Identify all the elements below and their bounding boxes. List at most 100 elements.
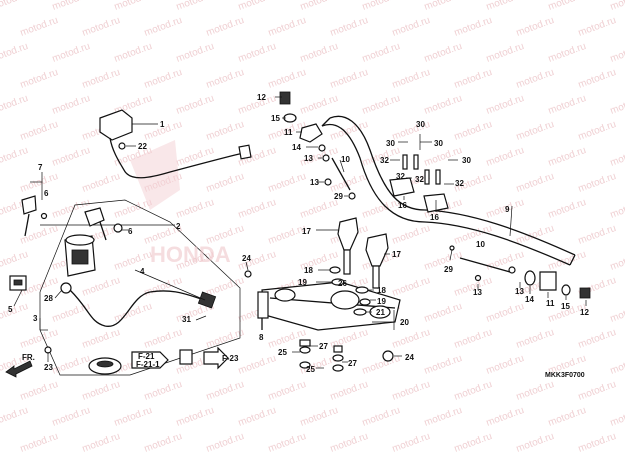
watermark-text: motod.ru bbox=[391, 67, 432, 91]
watermark-text: motod.ru bbox=[143, 379, 184, 403]
watermark-text: motod.ru bbox=[51, 145, 92, 169]
watermark-text: motod.ru bbox=[51, 41, 92, 65]
watermark-text: motod.ru bbox=[51, 0, 92, 13]
watermark-text: motod.ru bbox=[299, 93, 340, 117]
callout-c3: 3 bbox=[33, 314, 38, 323]
watermark-text: motod.ru bbox=[143, 15, 184, 39]
watermark-text: motod.ru bbox=[329, 379, 370, 403]
harness-4 bbox=[69, 289, 206, 327]
watermark-text: motod.ru bbox=[267, 171, 308, 195]
watermark-text: motod.ru bbox=[113, 0, 154, 13]
callout-c13a: 13 bbox=[304, 154, 313, 163]
watermark-text: motod.ru bbox=[485, 0, 526, 13]
callout-c22: 22 bbox=[138, 142, 147, 151]
callout-c6b: 6 bbox=[128, 227, 133, 236]
callout-c31: 31 bbox=[182, 315, 191, 324]
watermark-text: motod.ru bbox=[0, 145, 30, 169]
part-24-bolt bbox=[244, 270, 252, 278]
watermark-text: motod.ru bbox=[81, 327, 122, 351]
watermark-text: motod.ru bbox=[361, 353, 402, 377]
handlebar-pipe-outer bbox=[321, 123, 571, 266]
callout-c13c: 13 bbox=[473, 288, 482, 297]
callout-c18a: 18 bbox=[304, 266, 313, 275]
watermark-text: motod.ru bbox=[515, 171, 556, 195]
watermark-text: motod.ru bbox=[19, 67, 60, 91]
watermark-text: motod.ru bbox=[299, 41, 340, 65]
callout-c18b: 18 bbox=[377, 286, 386, 295]
part-14-nut bbox=[318, 144, 326, 152]
callout-c13b: 13 bbox=[310, 178, 319, 187]
watermark-text: motod.ru bbox=[391, 327, 432, 351]
watermark-text: motod.ru bbox=[205, 67, 246, 91]
watermark-text: motod.ru bbox=[547, 41, 588, 65]
watermark-text: motod.ru bbox=[329, 431, 370, 455]
watermark-text: motod.ru bbox=[485, 145, 526, 169]
callout-c15b: 15 bbox=[561, 302, 570, 311]
callout-c17b: 17 bbox=[392, 250, 401, 259]
watermark-text: motod.ru bbox=[515, 431, 556, 455]
watermark-text: motod.ru bbox=[205, 171, 246, 195]
watermark-text: motod.ru bbox=[453, 119, 494, 143]
watermark-text: motod.ru bbox=[0, 93, 30, 117]
watermark-text: motod.ru bbox=[361, 0, 402, 13]
callout-c17a: 17 bbox=[302, 227, 311, 236]
watermark-text: motod.ru bbox=[361, 197, 402, 221]
watermark-text: motod.ru bbox=[547, 197, 588, 221]
watermark-text: motod.ru bbox=[267, 431, 308, 455]
watermark-text: motod.ru bbox=[113, 249, 154, 273]
watermark-text: motod.ru bbox=[205, 15, 246, 39]
watermark-text: motod.ru bbox=[299, 405, 340, 429]
watermark-text: motod.ru bbox=[81, 379, 122, 403]
ignition-switch bbox=[60, 207, 123, 294]
callout-c30c: 30 bbox=[434, 139, 443, 148]
callout-c27b: 27 bbox=[348, 359, 357, 368]
upper-holder-16a bbox=[389, 177, 415, 197]
callout-c24b: 24 bbox=[405, 353, 414, 362]
watermark-text: motod.ru bbox=[175, 93, 216, 117]
watermark-text: motod.ru bbox=[0, 249, 30, 273]
watermark-text: motod.ru bbox=[423, 41, 464, 65]
watermark-text: motod.ru bbox=[143, 67, 184, 91]
part-14-right bbox=[524, 270, 536, 286]
holder-bolts-32 bbox=[402, 154, 441, 185]
ref-label-f21: F-21 bbox=[138, 352, 155, 361]
watermark-text: motod.ru bbox=[391, 431, 432, 455]
callout-c12b: 12 bbox=[580, 308, 589, 317]
watermark-text: motod.ru bbox=[267, 67, 308, 91]
callout-c6a: 6 bbox=[44, 189, 49, 198]
upper-bridge bbox=[257, 281, 401, 331]
part-11-right-weight bbox=[539, 271, 557, 291]
watermark-text: motod.ru bbox=[577, 171, 618, 195]
watermark-text: motod.ru bbox=[609, 93, 625, 117]
watermark-text: motod.ru bbox=[0, 0, 30, 13]
part-f23-clip bbox=[179, 349, 193, 365]
part-1-connector bbox=[99, 109, 252, 179]
watermark-text: motod.ru bbox=[329, 119, 370, 143]
watermark-text: motod.ru bbox=[237, 41, 278, 65]
harness-4-plug bbox=[197, 291, 217, 309]
handlebar-holder-17b bbox=[365, 233, 389, 289]
watermark-text: motod.ru bbox=[51, 353, 92, 377]
watermark-text: motod.ru bbox=[515, 67, 556, 91]
watermark-text: motod.ru bbox=[577, 379, 618, 403]
ref-box-f23: F-23 bbox=[203, 346, 239, 370]
watermark-text: motod.ru bbox=[453, 327, 494, 351]
watermark-text: motod.ru bbox=[237, 405, 278, 429]
watermark-text: motod.ru bbox=[485, 93, 526, 117]
watermark-text: motod.ru bbox=[51, 93, 92, 117]
watermark-text: motod.ru bbox=[515, 15, 556, 39]
watermark-text: motod.ru bbox=[577, 327, 618, 351]
part-24-nut bbox=[382, 350, 394, 362]
callout-c20: 20 bbox=[400, 318, 409, 327]
part-29-rubber bbox=[348, 192, 356, 200]
callout-c11a: 11 bbox=[284, 128, 293, 137]
part-13-right-b bbox=[474, 274, 482, 282]
watermark-text: motod.ru bbox=[453, 431, 494, 455]
watermark-text: motod.ru bbox=[81, 275, 122, 299]
callout-c32c: 32 bbox=[415, 175, 424, 184]
watermark-text: motod.ru bbox=[205, 379, 246, 403]
watermark-text: motod.ru bbox=[361, 41, 402, 65]
callout-c10b: 10 bbox=[476, 240, 485, 249]
watermark-text: motod.ru bbox=[19, 171, 60, 195]
